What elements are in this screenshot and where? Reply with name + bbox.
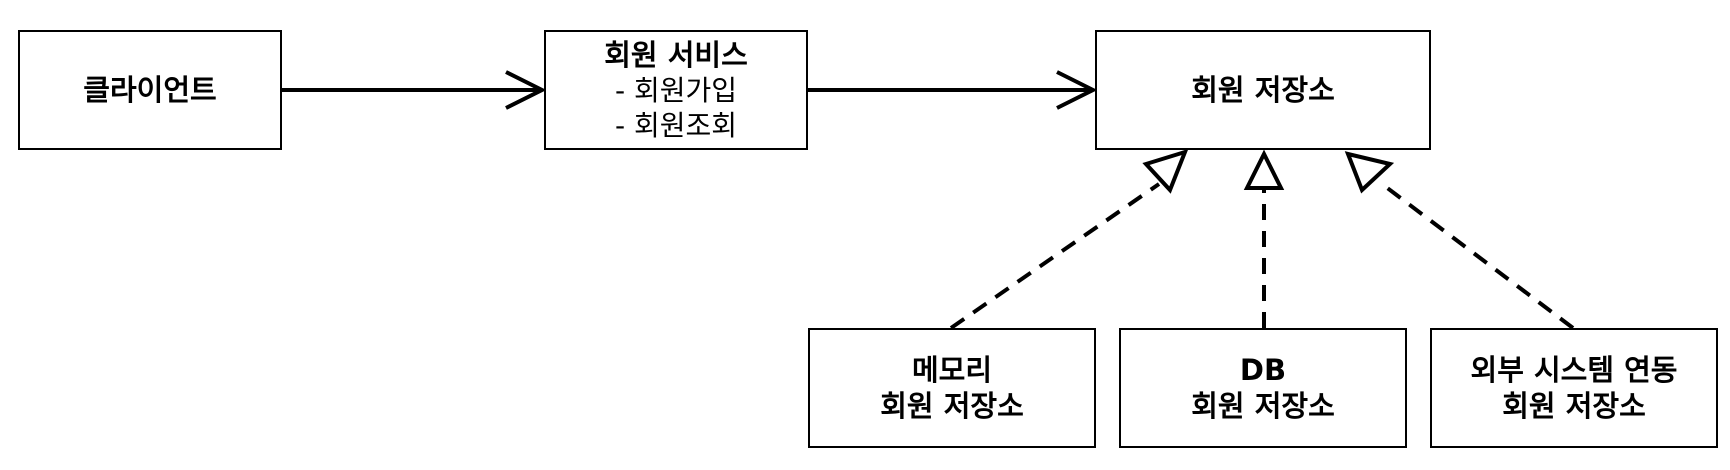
member-service-item-join: - 회원가입	[614, 74, 738, 108]
member-service-item-lookup: - 회원조회	[614, 109, 738, 143]
external-repository-line1: 외부 시스템 연동	[1470, 352, 1678, 387]
member-service-title: 회원 서비스	[604, 37, 748, 72]
realization-memory-to-repository	[949, 148, 1189, 330]
memory-repository-line2: 회원 저장소	[880, 389, 1024, 423]
memory-repository-box: 메모리 회원 저장소	[808, 328, 1096, 448]
member-service-box: 회원 서비스 - 회원가입 - 회원조회	[544, 30, 808, 150]
member-repository-label: 회원 저장소	[1191, 72, 1335, 107]
client-box: 클라이언트	[18, 30, 282, 150]
db-repository-line2: 회원 저장소	[1191, 389, 1335, 423]
external-repository-box: 외부 시스템 연동 회원 저장소	[1430, 328, 1718, 448]
db-repository-box: DB 회원 저장소	[1119, 328, 1407, 448]
external-repository-line2: 회원 저장소	[1502, 389, 1646, 423]
memory-repository-line1: 메모리	[911, 352, 993, 387]
db-repository-line1: DB	[1239, 352, 1287, 387]
member-repository-box: 회원 저장소	[1095, 30, 1431, 150]
realization-db-to-repository	[1243, 149, 1285, 328]
arrow-client-to-service	[282, 70, 547, 110]
realization-external-to-repository	[1344, 151, 1575, 330]
client-label: 클라이언트	[83, 72, 217, 107]
arrow-service-to-repository	[808, 70, 1098, 110]
